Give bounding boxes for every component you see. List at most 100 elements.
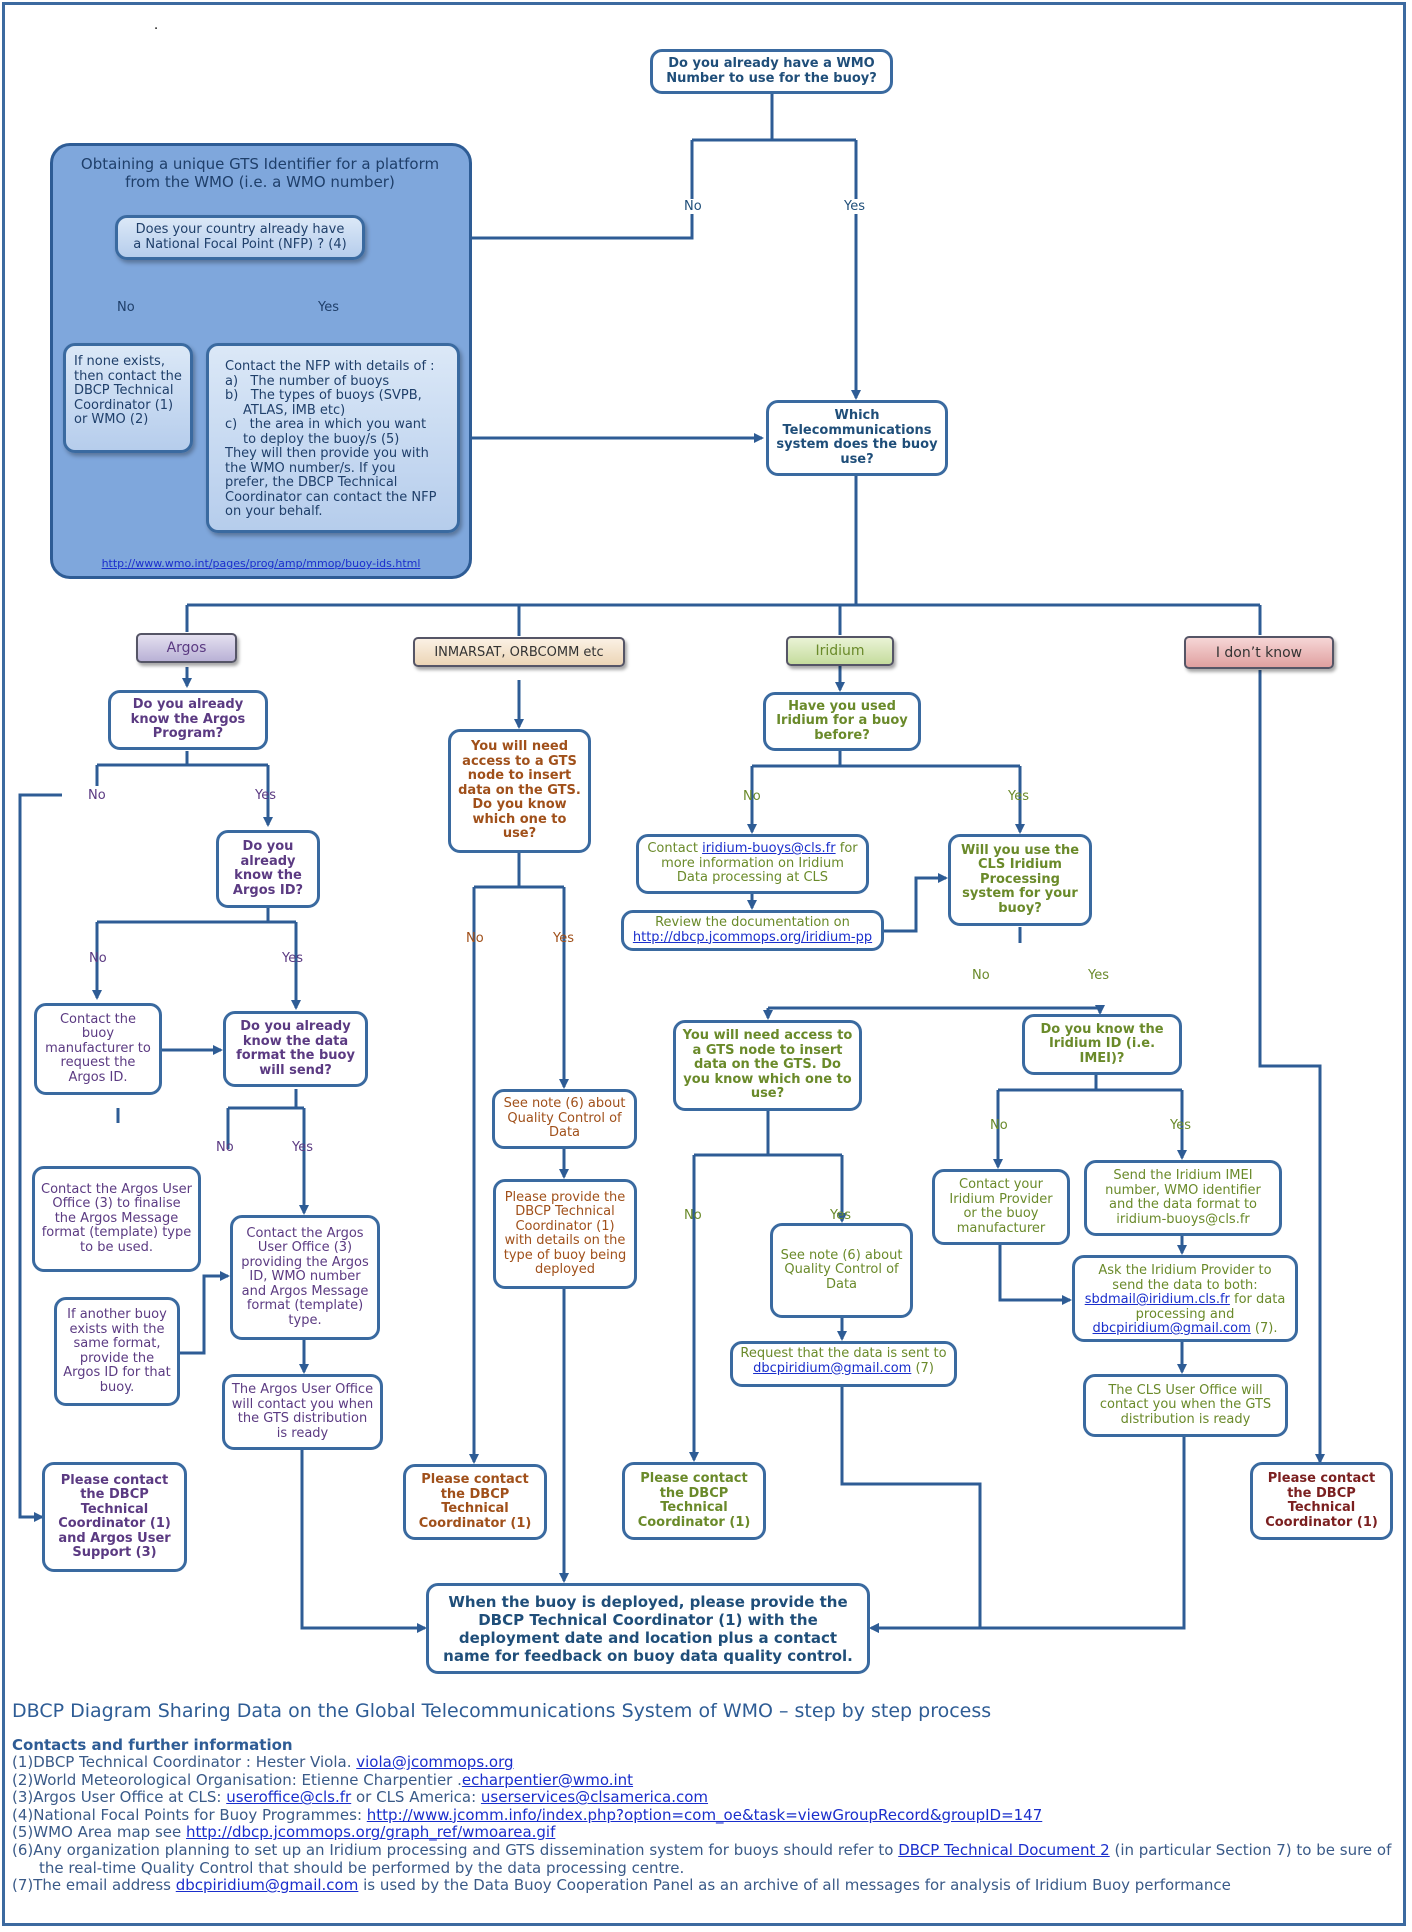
footnote-text: (5)WMO Area map see — [12, 1823, 187, 1842]
nfp-question: Does your country already have a Nationa… — [115, 215, 365, 260]
no-nfp-box: If none exists, then contact the DBCP Te… — [63, 343, 193, 453]
contact-argos-office-box: Contact the Argos User Office (3) provid… — [230, 1215, 380, 1340]
request-data-box: Request that the data is sent to dbcpiri… — [730, 1341, 957, 1387]
footnote-1: (1)DBCP Technical Coordinator : Hester V… — [12, 1753, 1397, 1772]
iridium-yes-label: Yes — [1088, 968, 1109, 983]
contact-nfp-item: c) the area in which you want to deploy … — [225, 417, 427, 447]
footnote-5: (5)WMO Area map see http://dbcp.jcommops… — [12, 1824, 1397, 1842]
jcomm-nfp-link[interactable]: http://www.jcomm.info/index.php?option=c… — [366, 1805, 1043, 1824]
footnote-2: (2)World Meteorological Organisation: Et… — [12, 1770, 1397, 1790]
yes-label: Yes — [842, 199, 867, 214]
data-format-question: Do you already know the data format the … — [223, 1011, 368, 1087]
inmarsat-see-note-box: See note (6) about Quality Control of Da… — [492, 1089, 637, 1149]
inmarsat-gts-question: You will need access to a GTS node to in… — [448, 729, 591, 853]
ask-provider-text: for data processing and — [1135, 1292, 1286, 1322]
inmarsat-no-label: No — [466, 931, 484, 946]
inmarsat-yes-label: Yes — [553, 931, 574, 946]
footnote-6: (6)Any organization planning to set up a… — [12, 1840, 1397, 1860]
argos-yes-label: Yes — [282, 951, 303, 966]
request-data-text: Request that the data is sent to — [740, 1346, 947, 1361]
ask-provider-box: Ask the Iridium Provider to send the dat… — [1072, 1255, 1298, 1342]
wmo-buoy-ids-link[interactable]: http://www.wmo.int/pages/prog/amp/mmop/b… — [101, 557, 421, 570]
no-label: No — [682, 199, 704, 214]
contact-manufacturer-box: Contact the buoy manufacturer to request… — [34, 1003, 162, 1095]
dbcpiridium-email-link[interactable]: dbcpiridium@gmail.com — [175, 1876, 359, 1895]
dbcpiridium-email-link[interactable]: dbcpiridium@gmail.com — [753, 1360, 912, 1376]
footnote-text: or CLS America: — [351, 1788, 481, 1807]
dontknow-please-contact-box: Please contact the DBCP Technical Coordi… — [1250, 1462, 1393, 1540]
telecom-question: Which Telecommunications system does the… — [766, 400, 948, 476]
argos-no-label: No — [88, 788, 106, 803]
iridium-see-note-box: See note (6) about Quality Control of Da… — [770, 1223, 913, 1318]
tech-doc-2-link[interactable]: DBCP Technical Document 2 — [898, 1840, 1110, 1859]
iridium-no-label: No — [743, 789, 761, 804]
footnote-text: (1)DBCP Technical Coordinator : Hester V… — [12, 1753, 357, 1771]
footnote-text: (4)National Focal Points for Buoy Progra… — [12, 1805, 367, 1824]
request-data-note: (7) — [911, 1360, 934, 1376]
contact-iridium-box: Contact iridium-buoys@cls.fr for more in… — [636, 834, 869, 894]
argos-program-question: Do you already know the Argos Program? — [108, 690, 268, 750]
contact-iridium-text: for more information on Iridium Data pro… — [661, 841, 858, 885]
footnote-text: (in particular Section 7) to be sure of — [1109, 1840, 1392, 1859]
footnote-7: (7)The email address dbcpiridium@gmail.c… — [12, 1876, 1397, 1895]
argos-office-will-contact-box: The Argos User Office will contact you w… — [222, 1374, 383, 1450]
footnote-text: (2)World Meteorological Organisation: Et… — [12, 1770, 462, 1789]
inmarsat-please-contact-box: Please contact the DBCP Technical Coordi… — [403, 1464, 547, 1540]
stray-dot: . — [154, 18, 159, 33]
send-imei-box: Send the Iridium IMEI number, WMO identi… — [1084, 1160, 1282, 1236]
tab-dont-know[interactable]: I don’t know — [1184, 636, 1334, 669]
ask-provider-text: Ask the Iridium Provider to send the dat… — [1098, 1263, 1272, 1293]
panel-title: Obtaining a unique GTS Identifier for a … — [80, 155, 440, 191]
argos-please-contact-box: Please contact the DBCP Technical Coordi… — [42, 1462, 187, 1572]
argos-yes-label: Yes — [255, 788, 276, 803]
viola-email-link[interactable]: viola@jcommops.org — [356, 1753, 514, 1771]
iridium-yes-label: Yes — [1008, 789, 1029, 804]
argos-no-label: No — [89, 951, 107, 966]
contact-nfp-item: b) The types of buoys (SVPB, ATLAS, IMB … — [225, 388, 422, 418]
iridium-yes-label: Yes — [830, 1208, 851, 1223]
footnote-text: (6)Any organization planning to set up a… — [12, 1840, 899, 1859]
another-buoy-box: If another buoy exists with the same for… — [54, 1297, 180, 1406]
panel-yes-label: Yes — [318, 300, 339, 315]
iridium-yes-label: Yes — [1170, 1118, 1191, 1133]
imei-question: Do you know the Iridium ID (i.e. IMEI)? — [1022, 1014, 1182, 1075]
contacts-heading: Contacts and further information — [12, 1736, 293, 1754]
echarpentier-email-link[interactable]: echarpentier@wmo.int — [461, 1770, 634, 1789]
iridium-pp-link[interactable]: http://dbcp.jcommops.org/iridium-pp — [632, 929, 873, 945]
iridium-no-label: No — [990, 1118, 1008, 1133]
footnote-text: (3)Argos User Office at CLS: — [12, 1788, 227, 1807]
useroffice-email-link[interactable]: useroffice@cls.fr — [226, 1788, 352, 1807]
tab-inmarsat-orbcomm[interactable]: INMARSAT, ORBCOMM etc — [413, 637, 625, 667]
footer: DBCP Diagram Sharing Data on the Global … — [12, 1700, 1397, 1895]
argos-yes-label: Yes — [292, 1140, 313, 1155]
iridium-please-contact-box: Please contact the DBCP Technical Coordi… — [622, 1462, 766, 1540]
contact-nfp-intro: Contact the NFP with details of : — [225, 359, 435, 374]
argos-id-question: Do you already know the Argos ID? — [216, 830, 320, 908]
wmoarea-link[interactable]: http://dbcp.jcommops.org/graph_ref/wmoar… — [186, 1823, 556, 1842]
argos-no-label: No — [216, 1140, 234, 1155]
tab-iridium[interactable]: Iridium — [786, 636, 894, 666]
contact-nfp-box: Contact the NFP with details of : a) The… — [206, 343, 460, 533]
iridium-gts-question: You will need access to a GTS node to in… — [673, 1020, 862, 1111]
clsamerica-email-link[interactable]: userservices@clsamerica.com — [480, 1788, 709, 1807]
footnote-text: (7)The email address — [12, 1876, 176, 1895]
contact-nfp-item: a) The number of buoys — [225, 373, 390, 389]
footer-title: DBCP Diagram Sharing Data on the Global … — [12, 1700, 992, 1722]
cls-processing-question: Will you use the CLS Iridium Processing … — [948, 834, 1092, 926]
tab-argos[interactable]: Argos — [136, 633, 237, 663]
cls-office-will-contact-box: The CLS User Office will contact you whe… — [1083, 1374, 1288, 1437]
dbcpiridium-email-link[interactable]: dbcpiridium@gmail.com — [1092, 1321, 1251, 1336]
footnote-3: (3)Argos User Office at CLS: useroffice@… — [12, 1788, 1397, 1807]
wmo-number-question: Do you already have a WMO Number to use … — [650, 49, 893, 94]
footnote-6-continued: the real-time Quality Control that shoul… — [39, 1858, 685, 1877]
footnote-text: is used by the Data Buoy Cooperation Pan… — [358, 1876, 1231, 1895]
review-documentation-box: Review the documentation on http://dbcp.… — [621, 910, 884, 951]
inmarsat-provide-details-box: Please provide the DBCP Technical Coordi… — [493, 1179, 637, 1289]
contact-provider-box: Contact your Iridium Provider or the buo… — [932, 1169, 1070, 1245]
iridium-buoys-email-link[interactable]: iridium-buoys@cls.fr — [702, 841, 836, 856]
sbdmail-email-link[interactable]: sbdmail@iridium.cls.fr — [1084, 1292, 1230, 1307]
finalise-format-box: Contact the Argos User Office (3) to fin… — [32, 1166, 201, 1272]
ask-provider-text: (7). — [1250, 1321, 1278, 1336]
iridium-no-label: No — [972, 968, 990, 983]
